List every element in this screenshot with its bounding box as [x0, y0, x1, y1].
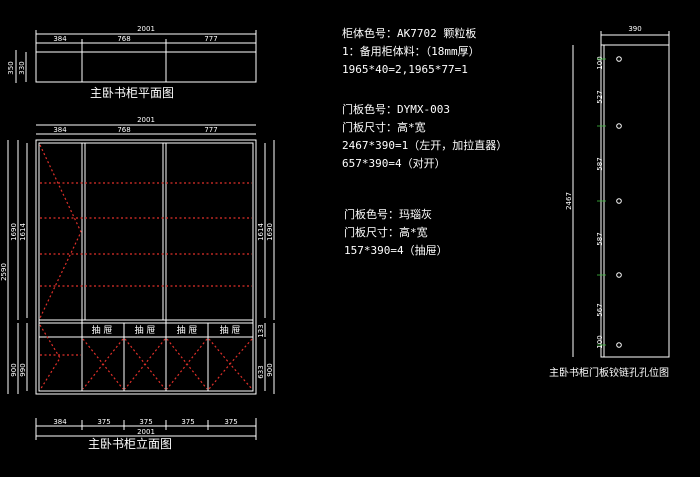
hinge-hole	[616, 123, 622, 129]
plan-outline	[35, 51, 257, 83]
hinge-hole	[616, 272, 622, 278]
hinge-spacing: 587	[596, 157, 604, 170]
plan-view: 2001 384 768 777 350 330 主卧书柜平面图	[7, 25, 257, 100]
note-line: 门板色号：玛瑙灰	[344, 207, 432, 221]
plan-seg-1: 384	[53, 35, 67, 43]
hinge-spacing: 527	[596, 90, 604, 103]
lower-door-swing	[208, 338, 231, 390]
hinge-height: 2467	[565, 192, 573, 210]
lower-door-swing	[144, 338, 166, 390]
drawer-label-2: 抽 屉	[135, 324, 156, 336]
note-line: 657*390=4（对开）	[342, 156, 446, 170]
left-dim-total: 2590	[0, 263, 8, 281]
right-dim-drawer: 133	[257, 324, 265, 337]
hinge-spacing: 587	[596, 232, 604, 245]
elevation-title: 主卧书柜立面图	[88, 436, 172, 451]
drawer-label-3: 抽 屉	[177, 324, 198, 336]
hinge-diagram: 390 2467 100 527 587 587 567 100 主卧书柜门板铰…	[549, 25, 670, 379]
cabinet-inner	[38, 142, 254, 392]
lower-door-swing	[102, 338, 124, 390]
right-dim-upper-inner: 1614	[257, 223, 265, 241]
notes: 柜体色号：AK7702 颗粒板 1：备用柜体料：（18mm厚） 1965*40=…	[342, 26, 507, 257]
elev-bottom-seg-5: 375	[224, 418, 237, 426]
note-line: 1：备用柜体料：（18mm厚）	[342, 44, 480, 58]
lower-door-swing	[166, 338, 188, 390]
hinge-hole	[616, 198, 622, 204]
left-dim-lower-outer: 900	[10, 363, 18, 376]
lower-door-swing	[82, 338, 104, 390]
elev-bottom-seg-4: 375	[181, 418, 194, 426]
hinge-spacing: 100	[596, 335, 604, 348]
door-panel	[600, 44, 670, 358]
elev-top-seg-2: 768	[117, 126, 130, 134]
note-line: 门板尺寸：高*宽	[342, 120, 426, 134]
plan-total-dim: 2001	[137, 25, 155, 33]
elev-top-seg-1: 384	[53, 126, 67, 134]
elev-top-seg-3: 777	[204, 126, 217, 134]
hinge-hole	[616, 56, 622, 62]
plan-title: 主卧书柜平面图	[90, 86, 174, 100]
note-line: 柜体色号：AK7702 颗粒板	[342, 26, 476, 40]
right-dim-lower-outer: 900	[266, 363, 274, 376]
plan-depth-1: 350	[7, 61, 15, 74]
left-dim-upper-inner: 1614	[19, 223, 27, 241]
plan-seg-3: 777	[204, 35, 217, 43]
left-dim-upper-outer: 1690	[10, 223, 18, 241]
plan-seg-2: 768	[117, 35, 130, 43]
hinge-title: 主卧书柜门板铰链孔孔位图	[549, 366, 669, 379]
drawer-label-1: 抽 屉	[92, 324, 113, 336]
elevation-view: 2001 384 768 777 抽 屉 抽 屉 抽 屉 抽 屉	[0, 116, 275, 451]
right-dim-upper-outer: 1690	[266, 223, 274, 241]
left-dim-lower-inner: 990	[19, 363, 27, 376]
elev-bottom-seg-2: 375	[97, 418, 110, 426]
lower-door-swing	[124, 338, 146, 390]
note-line: 门板尺寸：高*宽	[344, 225, 428, 239]
left-door-swing	[39, 144, 82, 319]
note-line: 2467*390=1（左开，加拉直器）	[342, 138, 507, 152]
drawer-label-4: 抽 屉	[220, 324, 241, 336]
elev-bottom-seg-3: 375	[139, 418, 152, 426]
lower-door-swing	[186, 338, 208, 390]
elev-bottom-seg-1: 384	[53, 418, 67, 426]
right-dim-door: 633	[257, 365, 265, 378]
hinge-width: 390	[628, 25, 641, 33]
lower-left-swing	[39, 324, 61, 391]
note-line: 1965*40=2,1965*77=1	[342, 63, 468, 76]
note-line: 门板色号：DYMX-003	[342, 102, 450, 116]
plan-depth-2: 330	[18, 61, 26, 74]
hinge-spacing: 100	[596, 56, 604, 69]
note-line: 157*390=4（抽屉）	[344, 243, 448, 257]
hinge-hole	[616, 342, 622, 348]
elev-total-bottom: 2001	[137, 428, 155, 436]
cabinet-outline	[35, 139, 257, 395]
elev-total-top: 2001	[137, 116, 155, 124]
hinge-spacing: 567	[596, 303, 604, 316]
lower-door-swing	[229, 338, 253, 390]
